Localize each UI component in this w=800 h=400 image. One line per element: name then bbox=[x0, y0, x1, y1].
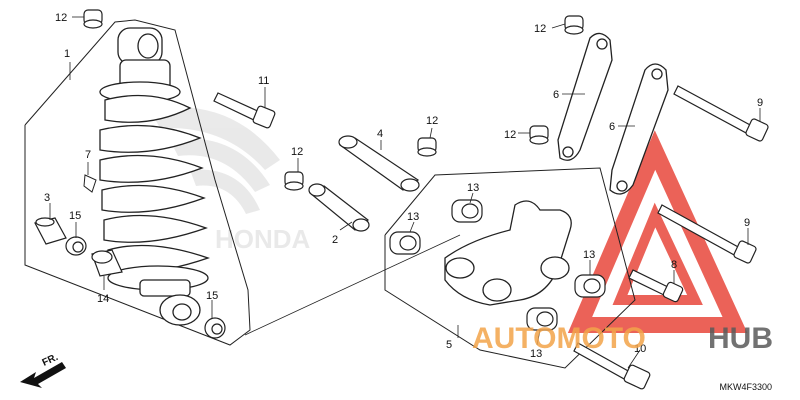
callout-12-top-left: 12 bbox=[55, 12, 67, 24]
callout-6-b: 6 bbox=[609, 121, 615, 133]
bearing-13-b bbox=[389, 231, 421, 255]
callout-11: 11 bbox=[258, 75, 269, 87]
leader-line-link bbox=[244, 234, 461, 336]
callout-12-top-right: 12 bbox=[534, 23, 546, 35]
shock-group-outline bbox=[24, 19, 251, 346]
callout-8: 8 bbox=[671, 259, 677, 271]
leader-lines bbox=[49, 16, 761, 369]
cushion-rod-6-a bbox=[557, 32, 613, 161]
nut-12-upper-mid bbox=[417, 137, 437, 157]
callout-12-mid: 12 bbox=[291, 146, 303, 158]
callout-9-b: 9 bbox=[744, 217, 750, 229]
rear-shock-absorber bbox=[99, 27, 210, 326]
seal-15-right bbox=[204, 317, 226, 339]
cushion-arm-5 bbox=[444, 200, 572, 306]
callout-15-left: 15 bbox=[69, 210, 81, 222]
nut-12-shock-top bbox=[83, 9, 103, 29]
bolt-10 bbox=[573, 342, 651, 390]
diagram-code: MKW4F3300 bbox=[719, 382, 772, 392]
callout-9-a: 9 bbox=[757, 97, 763, 109]
callout-1: 1 bbox=[64, 48, 70, 60]
watermark-right: HUB bbox=[708, 322, 773, 355]
bolt-11 bbox=[213, 92, 276, 129]
callout-15-right: 15 bbox=[206, 290, 218, 302]
callout-5: 5 bbox=[446, 339, 452, 351]
cushion-rod-6-b bbox=[609, 63, 669, 195]
nut-12-right bbox=[529, 125, 549, 145]
honda-text: HONDA bbox=[215, 224, 311, 254]
linkage-group-outline bbox=[384, 167, 636, 369]
front-direction-arrow: FR. bbox=[20, 352, 66, 388]
watermark-logo bbox=[567, 130, 748, 333]
bolt-8 bbox=[628, 269, 684, 303]
callout-6-a: 6 bbox=[553, 89, 559, 101]
callout-4: 4 bbox=[377, 128, 383, 140]
callout-13-b: 13 bbox=[407, 211, 419, 223]
callout-labels: 12 1 11 7 3 15 14 15 12 12 4 2 12 12 6 6… bbox=[44, 12, 763, 360]
callout-12-upper-mid: 12 bbox=[426, 115, 438, 127]
callout-14: 14 bbox=[97, 293, 109, 305]
callout-10: 10 bbox=[634, 343, 646, 355]
callout-13-a: 13 bbox=[467, 182, 479, 194]
bolt-9-a bbox=[673, 85, 769, 142]
callout-3: 3 bbox=[44, 192, 50, 204]
callout-2: 2 bbox=[332, 234, 338, 246]
clip-7 bbox=[83, 174, 97, 193]
bearing-13-d bbox=[526, 307, 558, 331]
callout-7: 7 bbox=[85, 149, 91, 161]
bearing-14 bbox=[91, 249, 123, 277]
collar-3 bbox=[34, 217, 67, 245]
watermark-text: AUTOMOTO HUB bbox=[472, 322, 773, 355]
callout-13-c: 13 bbox=[583, 249, 595, 261]
collar-2 bbox=[308, 183, 370, 232]
bolt-9-b bbox=[657, 204, 757, 264]
collar-4 bbox=[338, 135, 420, 192]
nut-12-mid bbox=[284, 171, 304, 191]
watermark-left: AUTOMOTO bbox=[472, 322, 646, 355]
bearing-13-a bbox=[451, 199, 483, 223]
honda-wing-logo: HONDA bbox=[150, 107, 311, 254]
nut-12-top-right bbox=[564, 15, 584, 35]
callout-13-d: 13 bbox=[530, 348, 542, 360]
seal-15-left bbox=[65, 236, 87, 256]
bearing-13-c bbox=[574, 274, 606, 298]
callout-12-right: 12 bbox=[504, 129, 516, 141]
